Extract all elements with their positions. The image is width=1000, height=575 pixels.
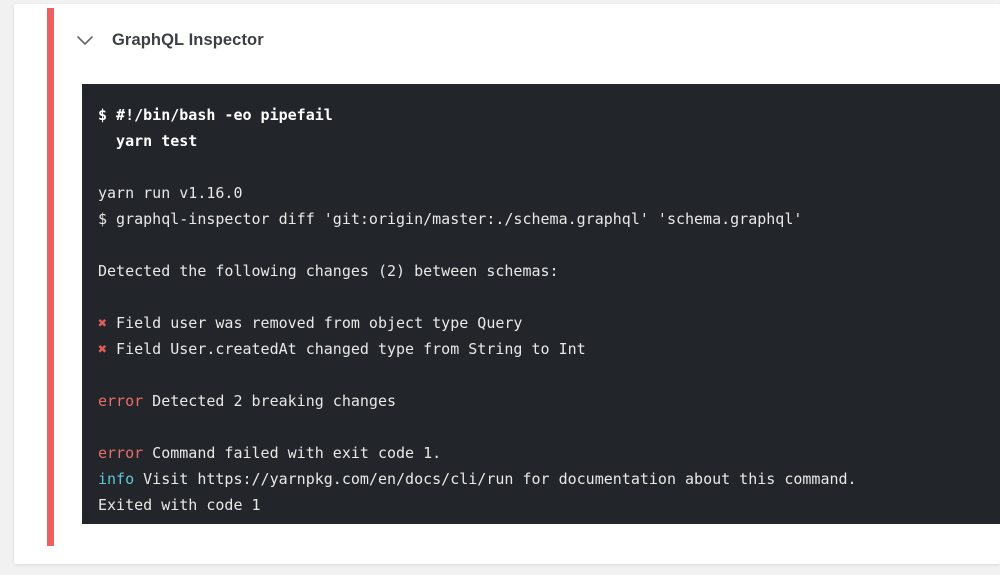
log-line-command: $ #!/bin/bash -eo pipefail <box>98 106 333 124</box>
job-step-card: GraphQL Inspector $ #!/bin/bash -eo pipe… <box>14 4 1000 564</box>
log-line-error: error Command failed with exit code 1. <box>98 444 442 462</box>
cross-icon: ✖ <box>98 314 108 332</box>
error-token: error <box>98 392 144 410</box>
cross-icon: ✖ <box>98 340 108 358</box>
log-line-blank <box>98 154 998 180</box>
chevron-down-icon[interactable] <box>72 27 98 53</box>
log-line-breaking-change: ✖ Field User.createdAt changed type from… <box>98 340 586 358</box>
terminal-output[interactable]: $ #!/bin/bash -eo pipefail yarn test yar… <box>82 84 1000 524</box>
log-line-blank <box>98 414 998 440</box>
log-line-breaking-change: ✖ Field user was removed from object typ… <box>98 314 523 332</box>
log-line: $ graphql-inspector diff 'git:origin/mas… <box>98 210 803 228</box>
log-line-command: yarn test <box>98 132 198 150</box>
log-line: yarn run v1.16.0 <box>98 184 243 202</box>
terminal-lines: $ #!/bin/bash -eo pipefail yarn test yar… <box>82 84 1000 524</box>
log-line: Detected the following changes (2) betwe… <box>98 262 559 280</box>
status-strip-failed <box>47 8 54 546</box>
log-line-blank <box>98 362 998 388</box>
log-line: Exited with code 1 <box>98 496 261 514</box>
log-line-error: error Detected 2 breaking changes <box>98 392 397 410</box>
info-token: info <box>98 470 135 488</box>
log-line-info: info Visit https://yarnpkg.com/en/docs/c… <box>98 470 857 488</box>
page-title: GraphQL Inspector <box>112 30 264 49</box>
log-line-blank <box>98 232 998 258</box>
step-header[interactable]: GraphQL Inspector <box>72 24 264 56</box>
error-token: error <box>98 444 144 462</box>
log-line-blank <box>98 284 998 310</box>
